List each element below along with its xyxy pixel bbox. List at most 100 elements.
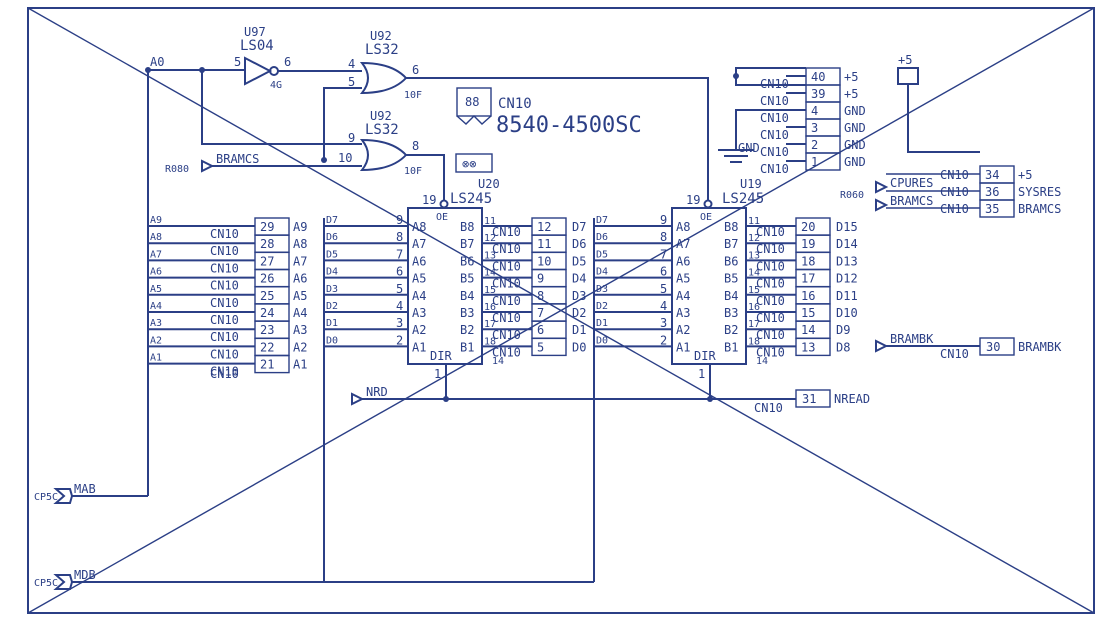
b-side-connector-pin: 10 [537, 254, 551, 268]
b-side-pin-number: 14 [484, 268, 496, 279]
b-side-net-name: D8 [836, 340, 850, 354]
b-side-pin-name: B4 [460, 289, 474, 303]
a-side-pin-name: A5 [676, 272, 690, 286]
b-side-connector-pin: 9 [537, 272, 544, 286]
b-side-pin-name: B7 [460, 237, 474, 251]
b-side-pin-box [795, 337, 831, 357]
addr-signal-name: A4 [293, 306, 307, 320]
a-side-pin-number: 6 [396, 265, 403, 279]
b-side-pin-number: 12 [748, 233, 760, 244]
addr-pin-number: 23 [260, 323, 274, 337]
addr-cn10-label: CN10 [210, 261, 239, 275]
b-side-pin-number: 16 [748, 302, 760, 313]
addr-cn10-label: CN10 [210, 279, 239, 293]
u92b-ref: U92 [370, 109, 392, 123]
b-side-connector-pin: 11 [537, 237, 551, 251]
a-side-pin-number: 7 [396, 247, 403, 261]
mdb-port [53, 574, 74, 590]
brambk-cn10: CN10 [940, 347, 969, 361]
a-side-pin-number: 4 [660, 299, 667, 313]
addr-extra-cn10: CN10 [210, 367, 239, 381]
addr-cn10-label: CN10 [210, 296, 239, 310]
u19-extra-pin: 14 [756, 356, 768, 367]
addr-pin-number: 21 [260, 358, 274, 372]
b-side-cn10-label: CN10 [492, 345, 521, 359]
a-side-pin-name: A2 [676, 323, 690, 337]
b-side-net-name: D5 [572, 254, 586, 268]
a-side-pin-name: A7 [412, 237, 426, 251]
a-side-pin-name: A8 [676, 220, 690, 234]
b-side-cn10-label: CN10 [492, 225, 521, 239]
b-side-pin-number: 17 [748, 319, 760, 330]
a-side-bus-label: D7 [326, 215, 338, 226]
b-side-cn10-label: CN10 [756, 294, 785, 308]
b-side-pin-name: B2 [724, 323, 738, 337]
u20-ref: U20 [478, 177, 500, 191]
a-side-pin-number: 3 [396, 316, 403, 330]
a-side-pin-number: 5 [660, 282, 667, 296]
b-side-pin-name: B5 [724, 272, 738, 286]
cp5c-mab-label: CP5C [34, 492, 58, 503]
b-side-connector-pin: 5 [537, 340, 544, 354]
u97-pin-in: 5 [234, 55, 241, 69]
right-cn10-label: CN10 [940, 168, 969, 182]
u20-oe-bubble [439, 199, 449, 209]
right-signal-name: BRAMCS [1018, 202, 1061, 216]
nrd-label: NRD [366, 385, 388, 399]
brambk-input-flag [875, 339, 889, 353]
a-side-pin-number: 2 [660, 333, 667, 347]
b-side-pin-number: 11 [484, 216, 496, 227]
brambk-label: BRAMBK [890, 332, 934, 346]
b-side-connector-pin: 7 [537, 306, 544, 320]
a-side-pin-name: A1 [412, 340, 426, 354]
right-pin-number: 34 [985, 168, 999, 182]
a-side-pin-number: 7 [660, 247, 667, 261]
power-signal-name: +5 [844, 87, 858, 101]
a-side-pin-name: A1 [676, 340, 690, 354]
u92b-or-gate [359, 138, 408, 172]
cp5c-mdb-label: CP5C [34, 578, 58, 589]
u92b-pin-b: 10 [338, 151, 352, 165]
addr-bus-label: A9 [150, 215, 162, 226]
u97-loc: 4G [270, 80, 282, 91]
b-side-cn10-label: CN10 [492, 294, 521, 308]
u92a-or-gate [359, 61, 408, 95]
a-side-bus-label: D2 [596, 301, 608, 312]
a-side-pin-number: 9 [396, 213, 403, 227]
addr-bus-label: A7 [150, 249, 162, 260]
mab-port [53, 488, 74, 504]
nread-cn10: CN10 [754, 401, 783, 415]
u20-extra-pin: 14 [492, 356, 504, 367]
addr-cn10-label: CN10 [210, 244, 239, 258]
right-signal-name: +5 [1018, 168, 1032, 182]
header-part-number: 8540-4500SC [496, 113, 642, 138]
right-signal-name: SYSRES [1018, 185, 1061, 199]
u92a-in-b-wire [323, 87, 362, 160]
a-side-bus-label: D4 [596, 267, 608, 278]
b-side-cn10-label: CN10 [756, 242, 785, 256]
b-side-pin-name: B6 [724, 254, 738, 268]
b-side-cn10-label: CN10 [492, 277, 521, 291]
b-side-cn10-label: CN10 [756, 277, 785, 291]
right-cn10-label: CN10 [940, 185, 969, 199]
addr-pin-number: 24 [260, 306, 274, 320]
b-side-pin-name: B1 [724, 340, 738, 354]
u92a-pin-out: 6 [412, 63, 419, 77]
b-side-cn10-label: CN10 [756, 225, 785, 239]
b-side-connector-pin: 13 [801, 340, 815, 354]
b-side-cn10-label: CN10 [756, 345, 785, 359]
b-side-pin-number: 16 [484, 302, 496, 313]
addr-signal-name: A5 [293, 289, 307, 303]
a-side-pin-number: 2 [396, 333, 403, 347]
u20-dir-pin: 1 [434, 367, 441, 381]
a-side-bus-label: D6 [596, 232, 608, 243]
addr-bus-label: A6 [150, 267, 162, 278]
addr-bus-label: A8 [150, 232, 162, 243]
a0-label: A0 [150, 55, 164, 69]
addr-bus-label: A1 [150, 353, 162, 364]
brambk-pin: 30 [986, 340, 1000, 354]
strike-diagonal-2 [27, 7, 1095, 614]
